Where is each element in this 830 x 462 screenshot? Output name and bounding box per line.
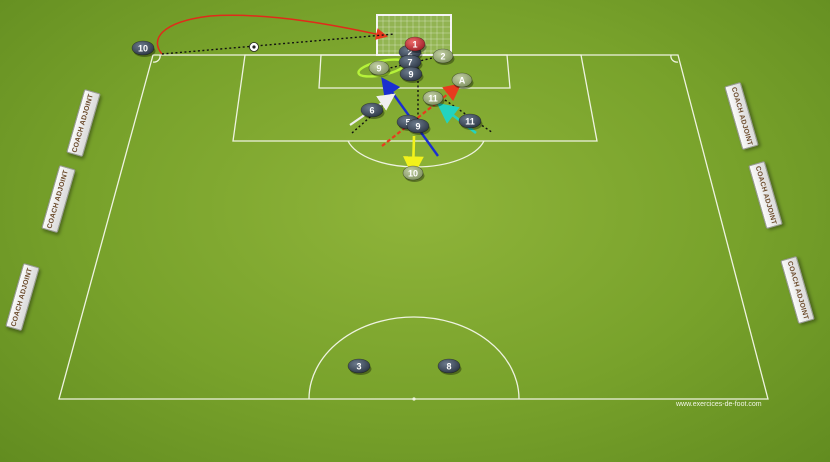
player-p6: 6 (360, 102, 385, 119)
ball-icon (249, 42, 259, 52)
player-p9b: 9 (399, 66, 424, 83)
player-p11-label: 11 (465, 116, 475, 126)
player-p10: 10 (131, 40, 156, 57)
player-p10-label: 10 (138, 43, 148, 53)
opponent-l2: 2 (432, 48, 455, 65)
opponent-l10-label: 10 (408, 168, 418, 178)
center-circle-arc (308, 316, 520, 400)
player-p8-label: 8 (446, 361, 451, 371)
center-spot (412, 397, 416, 401)
goalkeeper: 1 (404, 36, 427, 53)
opponent-l2-label: 2 (440, 51, 445, 61)
opponent-l11-label: 11 (428, 93, 438, 103)
player-p11: 11 (458, 113, 483, 130)
player-p9-label: 9 (415, 121, 420, 131)
player-p9b-label: 9 (408, 69, 413, 79)
player-p6-label: 6 (369, 105, 374, 115)
player-p8: 8 (437, 358, 462, 375)
opponent-lA-label: A (459, 75, 466, 85)
run-red (381, 83, 462, 147)
penalty-arc (347, 140, 485, 168)
opponent-l10: 10 (402, 165, 425, 182)
corner-arc-left (152, 54, 161, 63)
watermark: www.exercices-de-foot.com (676, 401, 762, 408)
run-yellow (403, 135, 424, 178)
player-p9: 9 (406, 118, 431, 135)
pitch-boundary (58, 54, 769, 400)
player-p3: 3 (347, 358, 372, 375)
player-p3-label: 3 (356, 361, 361, 371)
goalkeeper-label: 1 (412, 39, 417, 49)
opponent-l11: 11 (422, 90, 445, 107)
player-p7-label: 7 (407, 57, 412, 67)
pass-dotted-1 (161, 33, 396, 55)
run-cyan (436, 102, 477, 135)
opponent-lA: A (451, 72, 474, 89)
pitch-lines (58, 54, 769, 400)
opponent-l9-label: 9 (376, 63, 381, 73)
player-p2-label: 2 (407, 47, 412, 57)
player-p5-label: 5 (405, 117, 410, 127)
ball-path-curve (156, 14, 388, 55)
corner-arc-right (670, 54, 679, 63)
opponent-l9: 9 (368, 60, 391, 77)
